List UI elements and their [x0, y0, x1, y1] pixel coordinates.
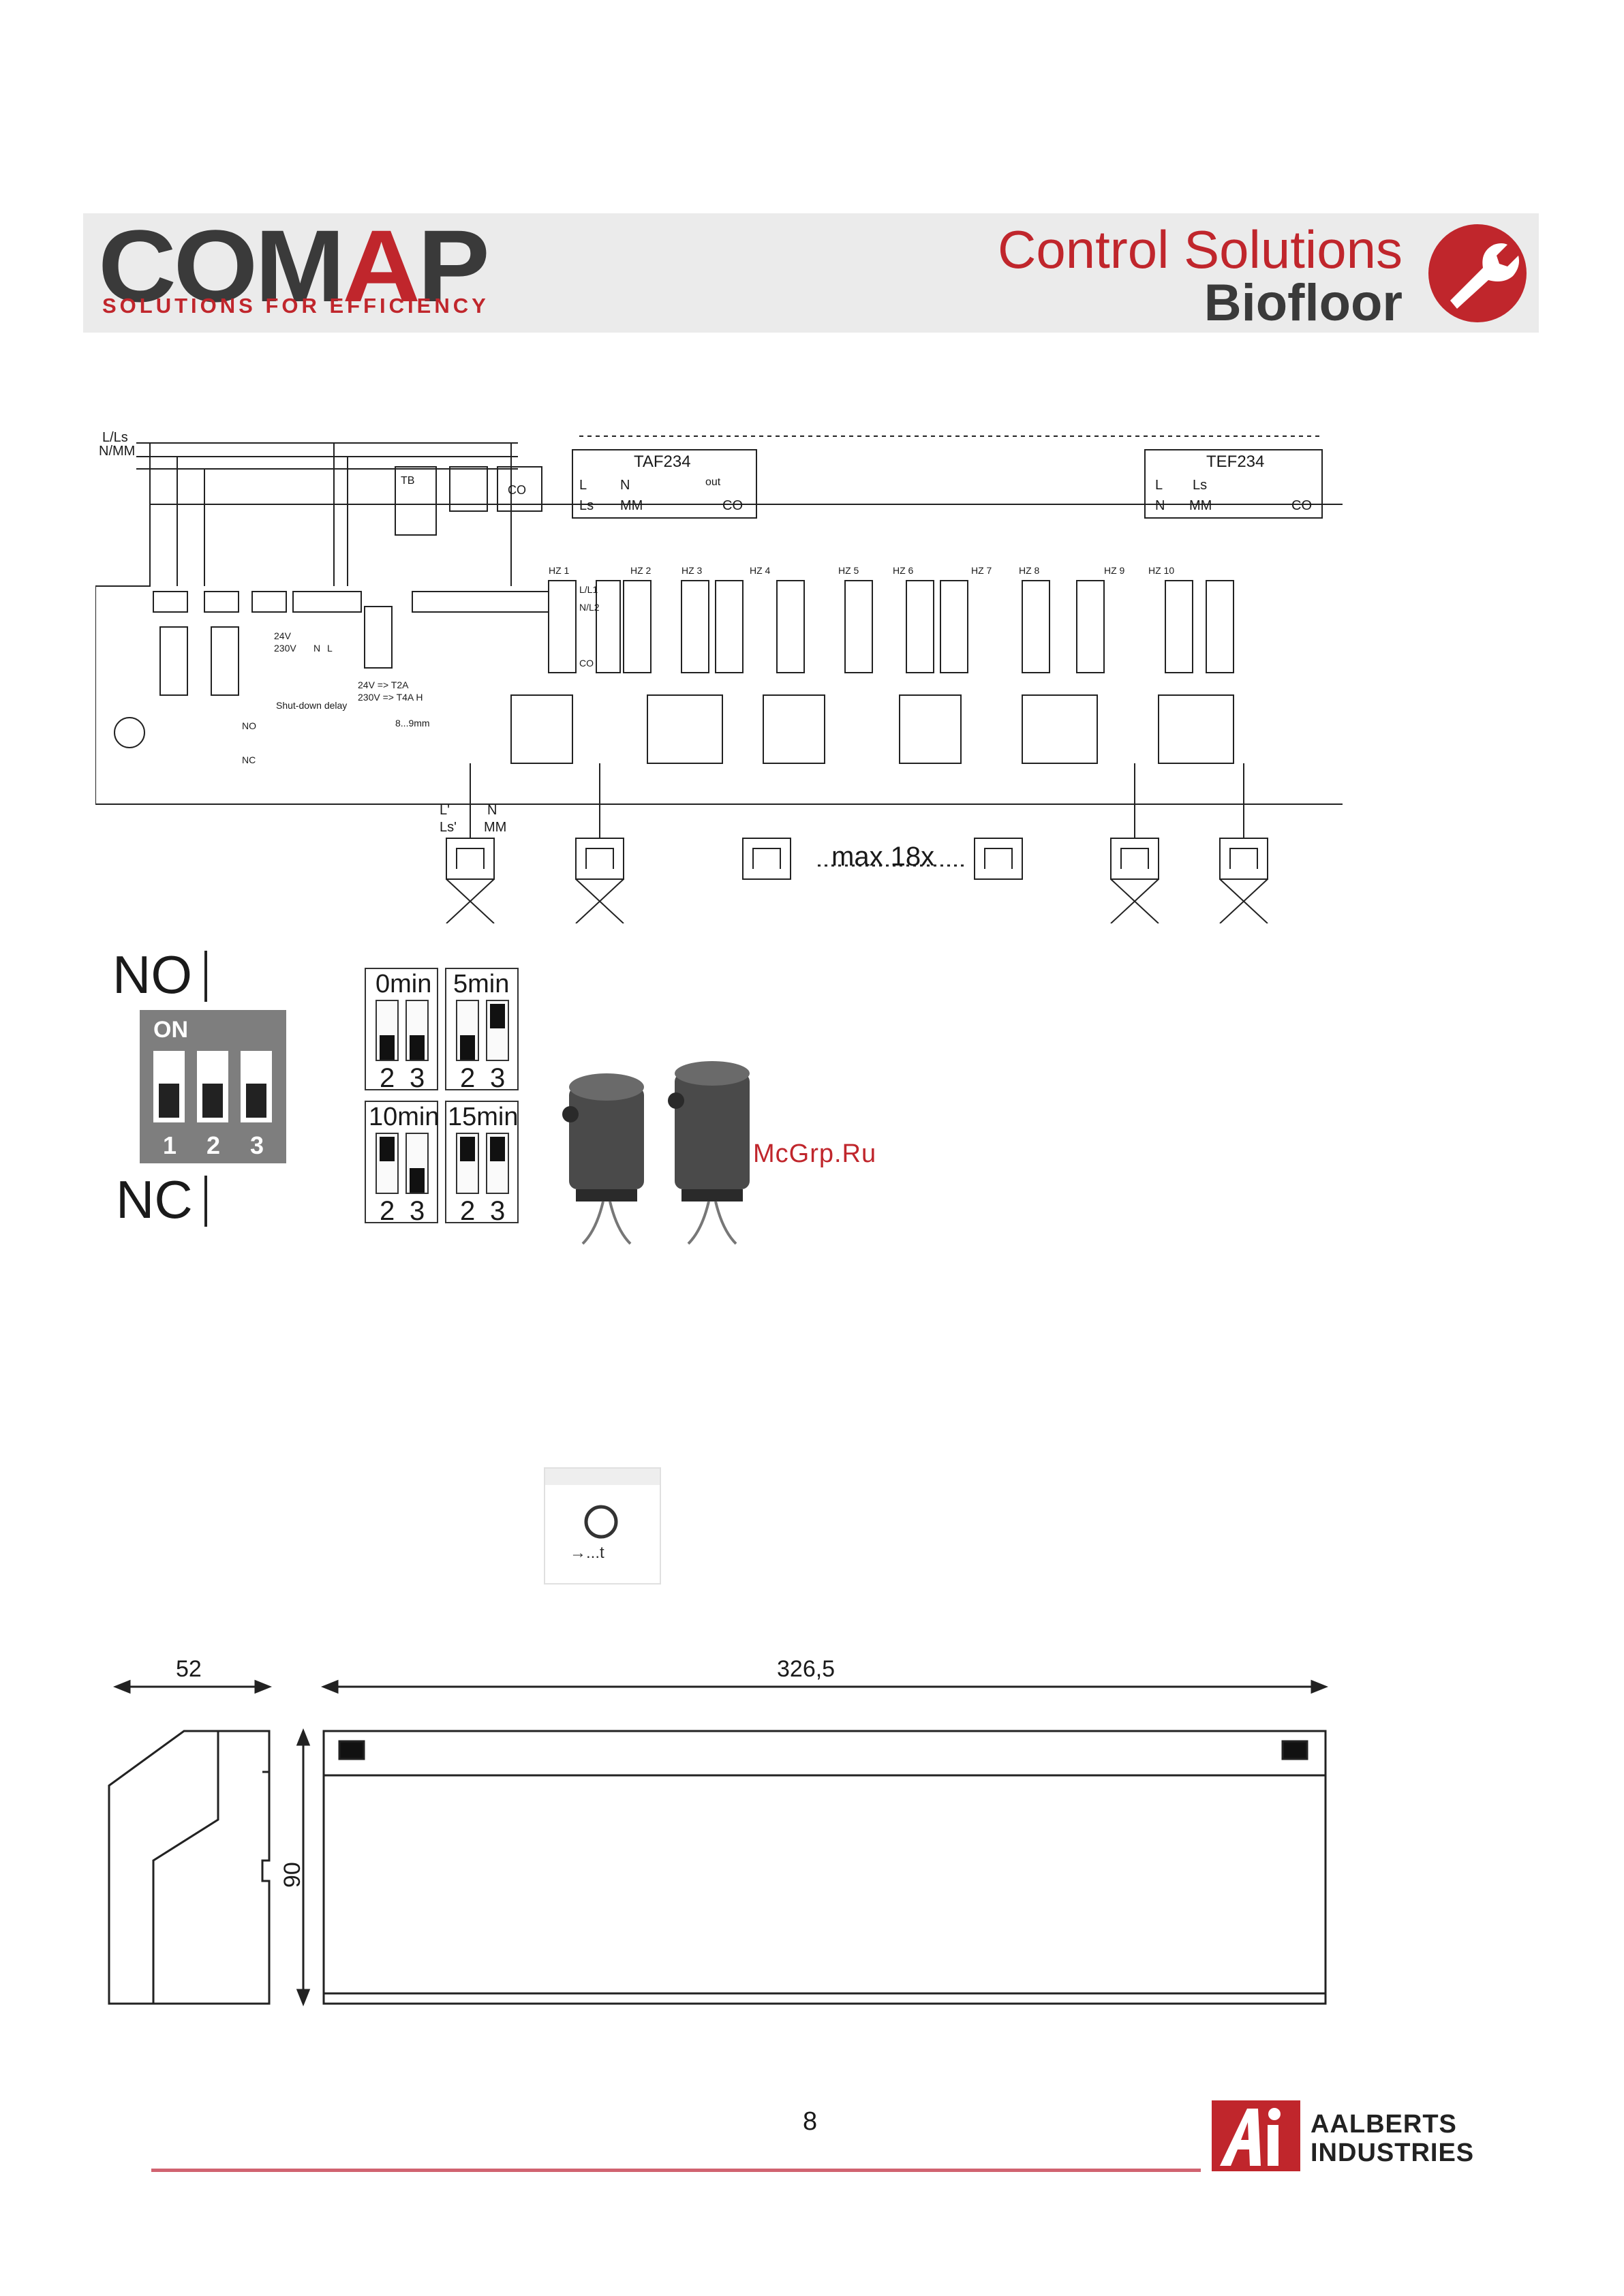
power-label-24v: 24V: [274, 630, 292, 641]
dip-switch-body: ON 1 2 3: [140, 1010, 286, 1163]
header-banner: COMAP SOLUTIONS FOR EFFICIENCY Control S…: [83, 213, 1539, 333]
mains-label-nmm: N/MM: [99, 444, 135, 459]
product-line: Control Solutions: [998, 219, 1403, 279]
circle-icon: [584, 1505, 618, 1539]
tef-terminal-co: CO: [1291, 498, 1312, 513]
zone-terminal-l: L/L1: [579, 584, 598, 595]
actuator-image: [562, 1073, 644, 1245]
comap-logo: COMAP: [98, 209, 490, 323]
power-label-l: L: [327, 643, 333, 654]
dimension-drawing: 52 326,5 90: [108, 1656, 1329, 2007]
taf-terminal-out: out: [705, 476, 721, 488]
actuator-image: [668, 1061, 750, 1245]
dip-slot-2[interactable]: [197, 1051, 228, 1122]
footer-divider: [151, 2169, 1201, 2172]
zone-terminal-n: N/L2: [579, 602, 600, 613]
dip-number: 1: [163, 1131, 177, 1159]
max-actuators-label: max 18x: [831, 842, 934, 872]
dimension-height: 90: [279, 1862, 305, 1888]
tef234-label: TEF234: [1206, 453, 1264, 471]
taf234-label: TAF234: [634, 453, 691, 471]
brand-tagline: SOLUTIONS FOR EFFICIENCY: [102, 294, 489, 318]
actuator-photos: [562, 1061, 750, 1245]
mains-label-lls: L/Ls: [102, 430, 128, 445]
timing-cell-5min: 5min 2 3: [445, 968, 519, 1093]
delay-arrow-label: →...t: [570, 1544, 604, 1562]
zone-label: HZ 7: [971, 565, 992, 576]
dip-slot-3[interactable]: [241, 1051, 272, 1122]
zone-terminal-co: CO: [579, 658, 594, 669]
dip-on-label: ON: [153, 1017, 188, 1043]
power-label-n: N: [313, 643, 320, 654]
dimension-width: 326,5: [777, 1656, 835, 1682]
taf-terminal-mm: MM: [620, 498, 643, 513]
zone-label: HZ 2: [630, 565, 652, 576]
shutdown-delay-grid: 0min 2 3 5min 2 3 10min 2 3 15min 2 3: [365, 968, 521, 1227]
timing-cell-10min: 10min 2 3: [365, 1101, 440, 1226]
switch-label-nc: NC: [242, 754, 256, 765]
zone-label: HZ 1: [549, 565, 570, 576]
dimension-depth: 52: [176, 1656, 202, 1682]
wiring-diagram: L/Ls N/MM TB CO TAF234 TEF234 L Ls N MM …: [95, 430, 1343, 923]
wrench-logo-icon: [1428, 224, 1527, 322]
dip-label-nc: NC: [116, 1169, 193, 1229]
strip-length-label: 8...9mm: [395, 718, 430, 729]
actuator-terminal-ls: Ls': [440, 820, 457, 835]
switch-label-no: NO: [242, 720, 256, 731]
dip-switch-panel: NO ON 1 2 3 NC: [109, 944, 313, 1237]
company-name-line2: INDUSTRIES: [1311, 2139, 1475, 2167]
fuse-label-230v: 230V => T4A H: [358, 692, 423, 703]
delay-button[interactable]: →...t: [545, 1469, 660, 1583]
zone-label: HZ 10: [1148, 565, 1174, 576]
dip-slot-1[interactable]: [153, 1051, 185, 1122]
module-label-co: CO: [508, 483, 526, 497]
actuator-terminal-mm: MM: [484, 820, 506, 835]
ai-logo-icon: [1212, 2100, 1300, 2171]
zone-label: HZ 4: [750, 565, 771, 576]
taf-terminal-ls: Ls: [579, 498, 594, 513]
dip-number: 2: [206, 1131, 221, 1159]
zone-label: HZ 8: [1019, 565, 1040, 576]
company-name-line1: AALBERTS: [1311, 2110, 1457, 2139]
zone-label: HZ 3: [681, 565, 703, 576]
page-number: 8: [803, 2107, 818, 2136]
actuator-terminal-l: L': [440, 803, 450, 818]
dip-number: 3: [250, 1131, 264, 1159]
taf-terminal-l: L: [579, 478, 587, 493]
aalberts-logo: AALBERTS INDUSTRIES: [1212, 2100, 1498, 2175]
timing-cell-15min: 15min 2 3: [445, 1101, 519, 1226]
fuse-label-24v: 24V => T2A: [358, 679, 409, 690]
zone-label: HZ 5: [838, 565, 859, 576]
watermark: McGrp.Ru: [753, 1139, 877, 1168]
actuator-terminal-n: N: [487, 803, 497, 818]
module-label-tb: TB: [401, 475, 414, 487]
tef-terminal-mm: MM: [1189, 498, 1212, 513]
tef-terminal-ls: Ls: [1193, 478, 1207, 493]
taf-terminal-n: N: [620, 478, 630, 493]
power-label-230v: 230V: [274, 643, 296, 654]
zone-label: HZ 6: [893, 565, 914, 576]
dip-label-no: NO: [112, 945, 192, 1005]
zone-label: HZ 9: [1104, 565, 1125, 576]
tef-terminal-l: L: [1155, 478, 1163, 493]
timing-cell-0min: 0min 2 3: [365, 968, 438, 1093]
shutdown-delay-label: Shut-down delay: [276, 700, 347, 711]
tef-terminal-n: N: [1155, 498, 1165, 513]
taf-terminal-co: CO: [722, 498, 743, 513]
product-name: Biofloor: [1204, 274, 1403, 332]
